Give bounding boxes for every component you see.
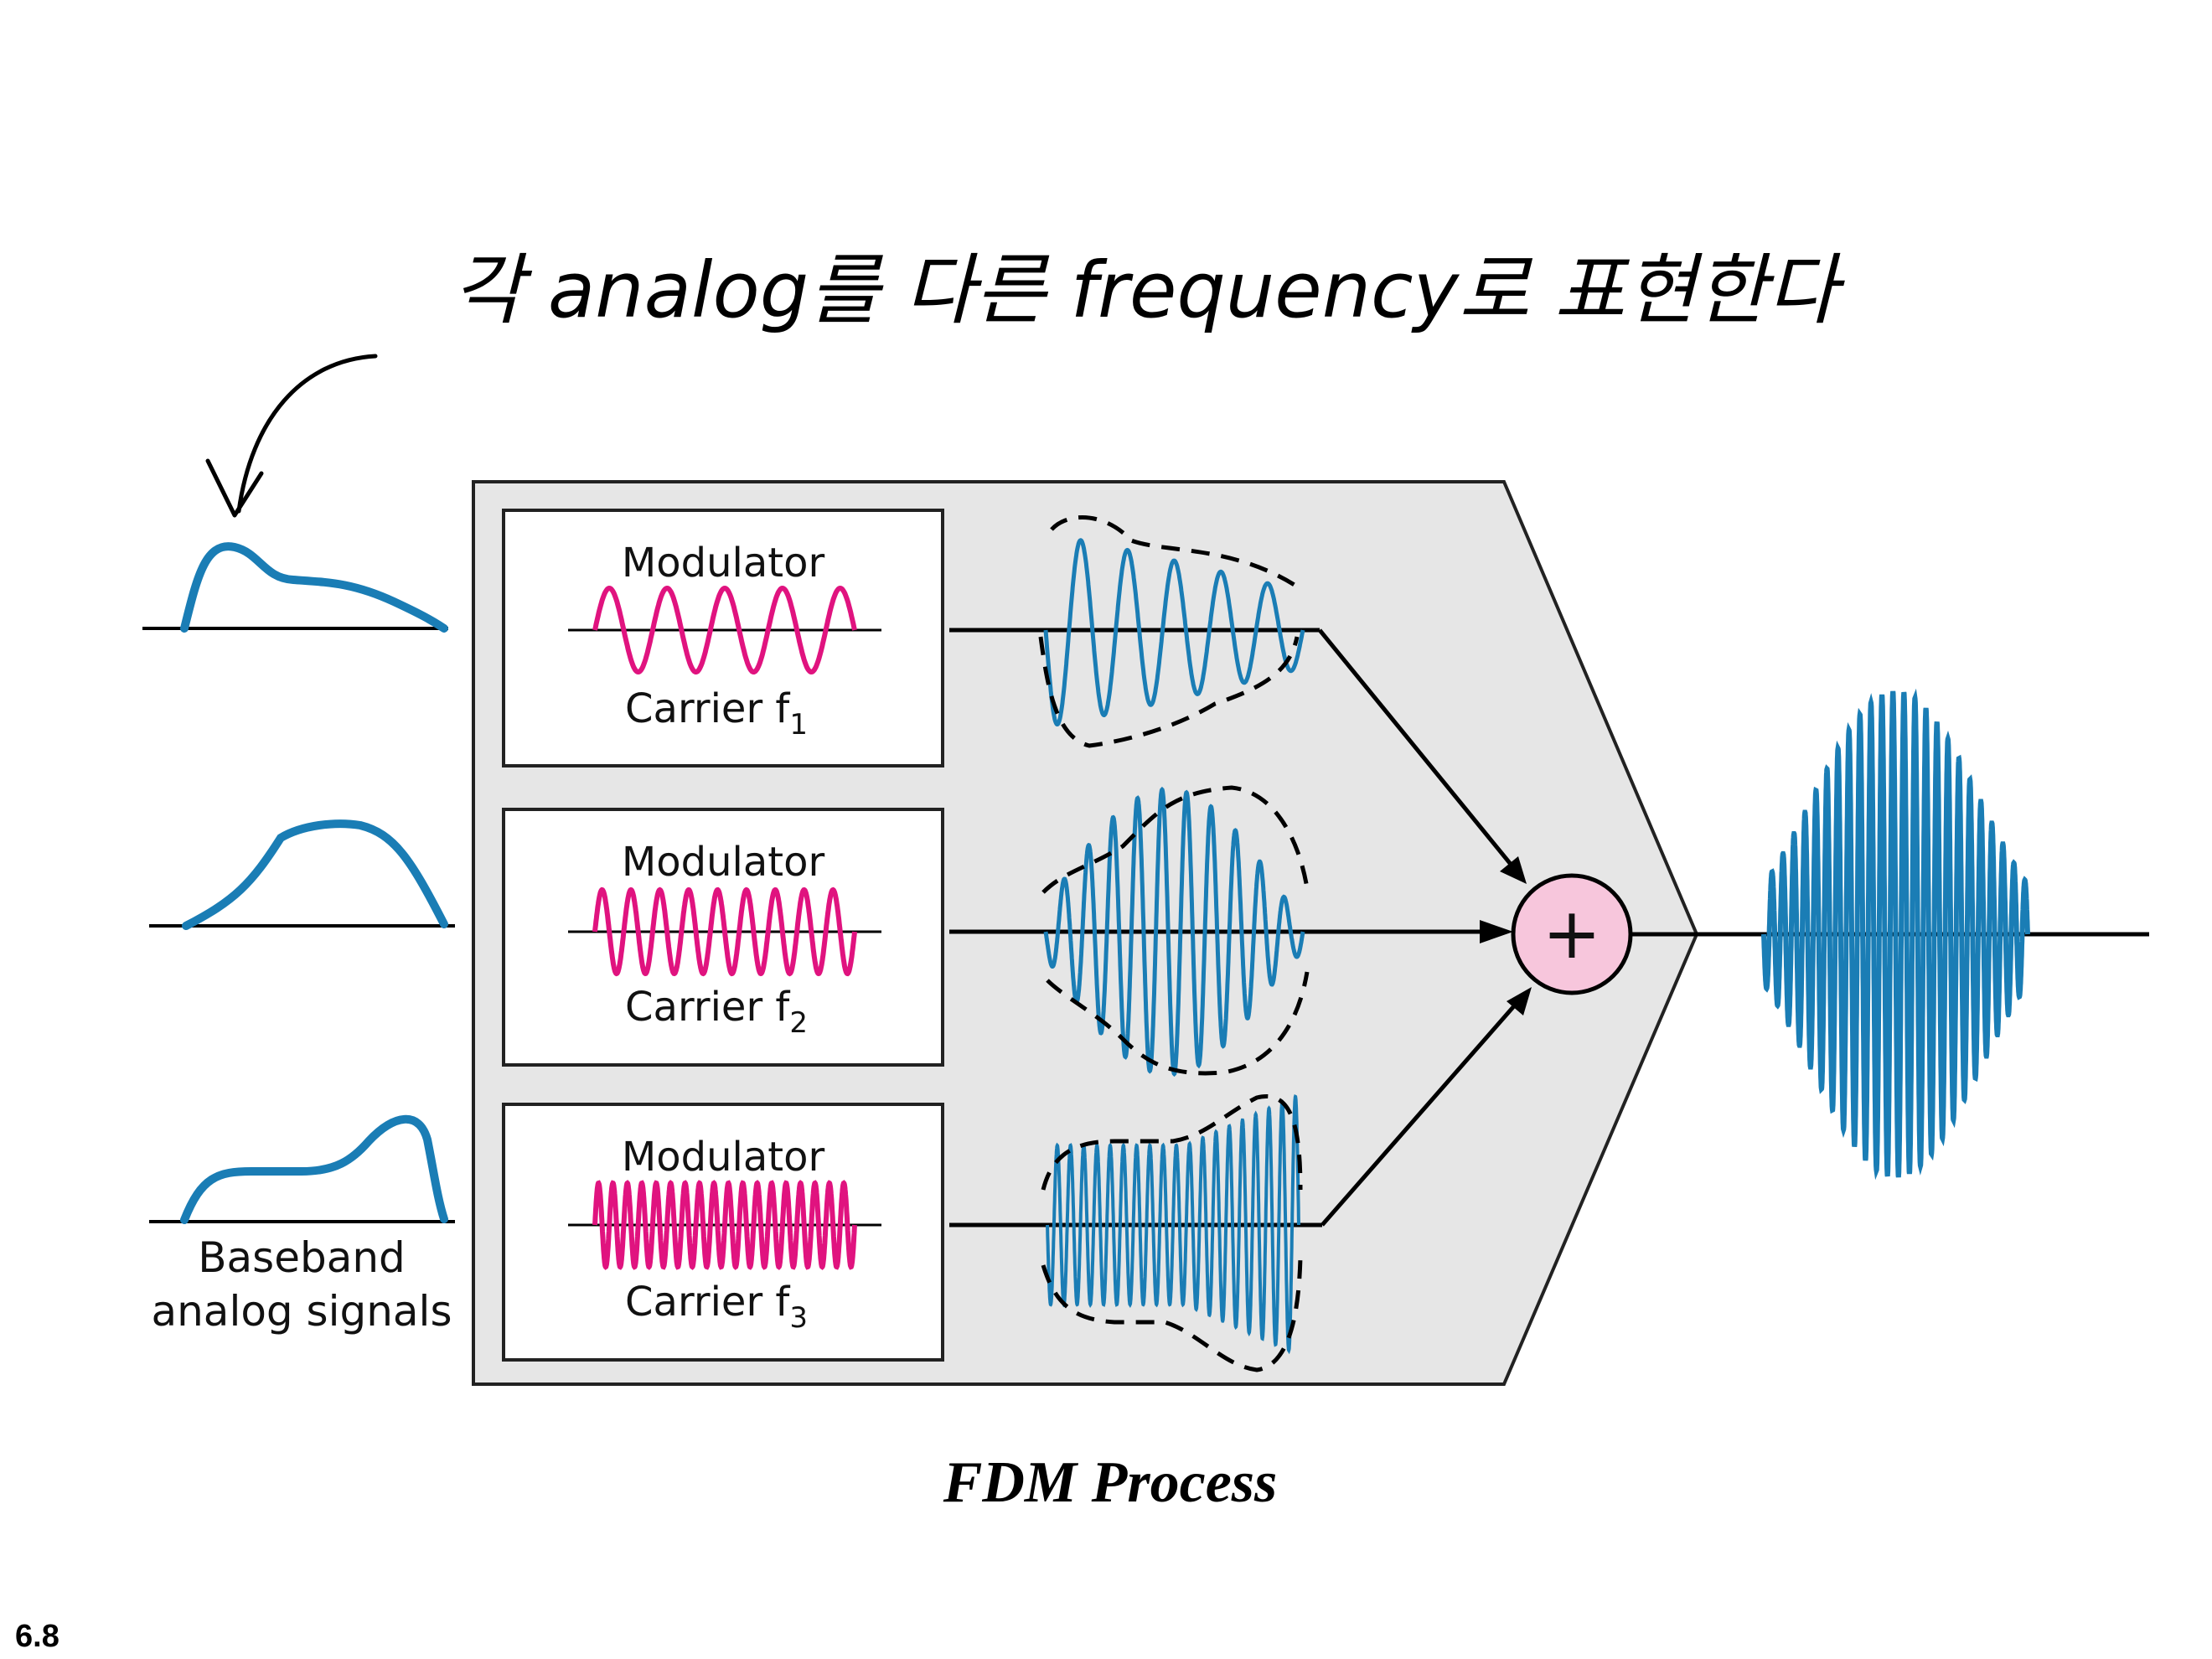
carrier-wave-1 — [592, 585, 857, 675]
carrier-label-3: Carrier f3 — [625, 1279, 808, 1335]
carrier-label-1: Carrier f1 — [625, 685, 808, 742]
arrowhead-1 — [1500, 856, 1527, 884]
modulator-title-2: Modulator — [622, 839, 825, 886]
figure-caption: FDM Process — [943, 1450, 1278, 1515]
arrowhead-2 — [1480, 920, 1513, 943]
composite-output-signal — [1761, 688, 2030, 1181]
baseband-label-line2: analog signals — [151, 1287, 452, 1336]
modulator-title-3: Modulator — [622, 1134, 825, 1181]
handwritten-note: 각 analog를 다른 frequency로 표현한다 — [452, 245, 1845, 335]
page-number: 6.8 — [15, 1619, 59, 1654]
modulator-box-2: Modulator Carrier f2 — [502, 808, 944, 1067]
baseband-signal-1 — [142, 542, 448, 633]
baseband-signal-3 — [149, 1114, 455, 1224]
arrowhead-3 — [1507, 987, 1532, 1016]
baseband-label-line1: Baseband — [198, 1233, 406, 1282]
modulator-box-1: Modulator Carrier f1 — [502, 509, 944, 767]
modulated-signal-2 — [1041, 785, 1310, 1078]
baseband-signal-2 — [149, 819, 455, 930]
annotation-arrow — [236, 354, 378, 514]
carrier-wave-2 — [592, 886, 857, 977]
modulated-signal-1 — [1038, 515, 1305, 748]
carrier-label-2: Carrier f2 — [625, 984, 808, 1040]
modulator-title-1: Modulator — [622, 540, 825, 587]
annotation-arrowhead — [205, 458, 264, 518]
modulated-signal-3 — [1041, 1093, 1303, 1372]
carrier-wave-3 — [592, 1180, 857, 1270]
adder-symbol: + — [1543, 892, 1601, 974]
modulator-box-3: Modulator Carrier f3 — [502, 1103, 944, 1362]
adder-node: + — [1511, 873, 1633, 995]
